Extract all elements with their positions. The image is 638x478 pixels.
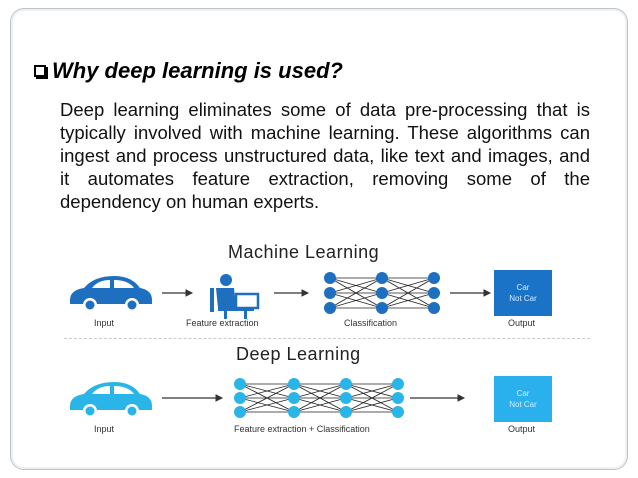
ml-vs-dl-diagram: Machine Learning: [58, 238, 596, 442]
network-node: [288, 392, 300, 404]
network-node: [324, 272, 336, 284]
network-node: [234, 392, 246, 404]
ml-car-icon: [70, 276, 152, 312]
diagram-divider: [64, 338, 590, 339]
network-node: [428, 287, 440, 299]
network-node: [428, 272, 440, 284]
ml-input-label: Input: [94, 318, 115, 328]
network-node: [324, 302, 336, 314]
network-node: [340, 378, 352, 390]
network-node: [428, 302, 440, 314]
dl-arrow-2: [410, 394, 466, 402]
slide-frame: [10, 8, 628, 470]
network-node: [324, 287, 336, 299]
checkbox-bullet-icon: [34, 65, 46, 77]
network-node: [288, 406, 300, 418]
slide-title: Why deep learning is used?: [34, 58, 343, 84]
network-node: [376, 302, 388, 314]
network-node: [340, 392, 352, 404]
dl-output-text: Car Not Car: [494, 376, 552, 422]
network-node: [234, 406, 246, 418]
dl-feature-label: Feature extraction + Classification: [234, 424, 370, 434]
ml-output-line-car: Car: [516, 283, 530, 292]
dl-car-icon: [70, 382, 152, 418]
dl-output-box: [494, 376, 552, 422]
network-node: [392, 378, 404, 390]
dl-arrow-1: [162, 394, 224, 402]
dl-output-label: Output: [508, 424, 536, 434]
dl-input-label: Input: [94, 424, 115, 434]
person-at-computer-icon: [210, 274, 260, 319]
ml-output-label: Output: [508, 318, 536, 328]
dl-neural-network-icon: [234, 378, 404, 418]
network-node: [392, 392, 404, 404]
network-node: [288, 378, 300, 390]
ml-classification-label: Classification: [344, 318, 398, 328]
dl-output-line-notcar: Not Car: [509, 400, 537, 409]
dl-output-line-car: Car: [516, 389, 530, 398]
ml-title: Machine Learning: [228, 242, 380, 262]
ml-feature-label: Feature extraction: [186, 318, 259, 328]
ml-output-box: [494, 270, 552, 316]
ml-neural-network-icon: [324, 272, 440, 314]
dl-title: Deep Learning: [236, 344, 361, 364]
ml-output-line-notcar: Not Car: [509, 294, 537, 303]
ml-output-text: Car Not Car: [494, 270, 552, 316]
diagram-graphics: [70, 270, 552, 422]
ml-arrow-2: [274, 289, 310, 297]
slide-body-text: Deep learning eliminates some of data pr…: [60, 99, 590, 212]
ml-arrow-3: [450, 289, 492, 297]
network-node: [376, 287, 388, 299]
network-node: [376, 272, 388, 284]
ml-arrow-1: [162, 289, 194, 297]
network-node: [234, 378, 246, 390]
network-node: [340, 406, 352, 418]
slide-title-text: Why deep learning is used?: [52, 58, 343, 83]
network-node: [392, 406, 404, 418]
